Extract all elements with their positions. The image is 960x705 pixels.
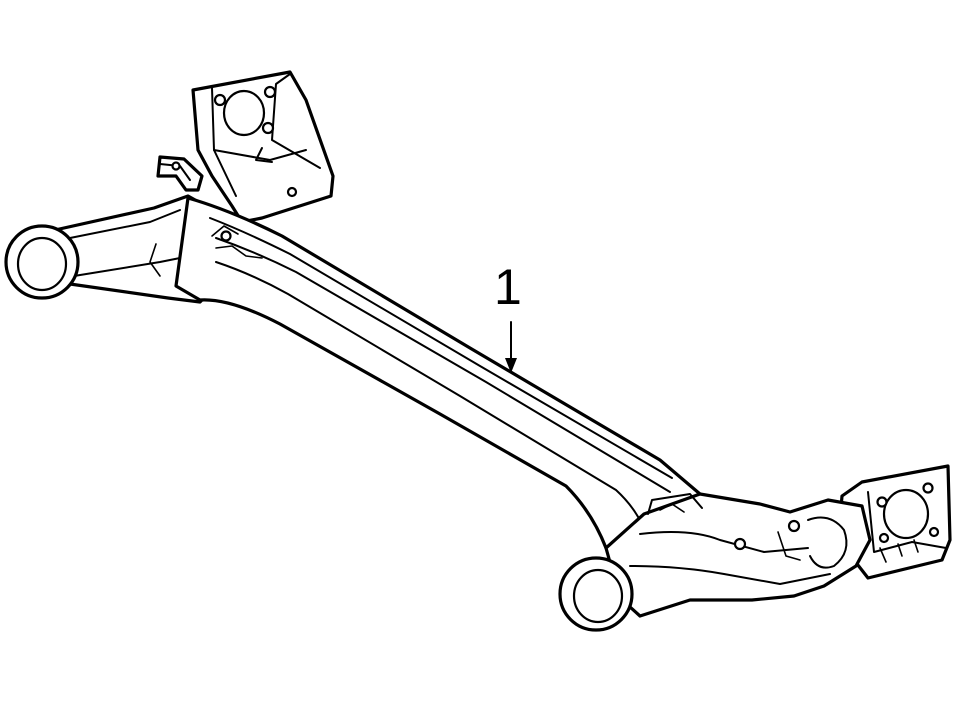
callout-arrow [505,321,517,373]
left-bushing [4,224,80,300]
left-stabilizer-tab [156,155,204,192]
right-bushing [558,556,634,632]
callout-number: 1 [494,259,522,315]
right-trailing-arm [604,492,872,618]
cross-beam [174,196,702,562]
left-mounting-bracket [191,70,335,224]
